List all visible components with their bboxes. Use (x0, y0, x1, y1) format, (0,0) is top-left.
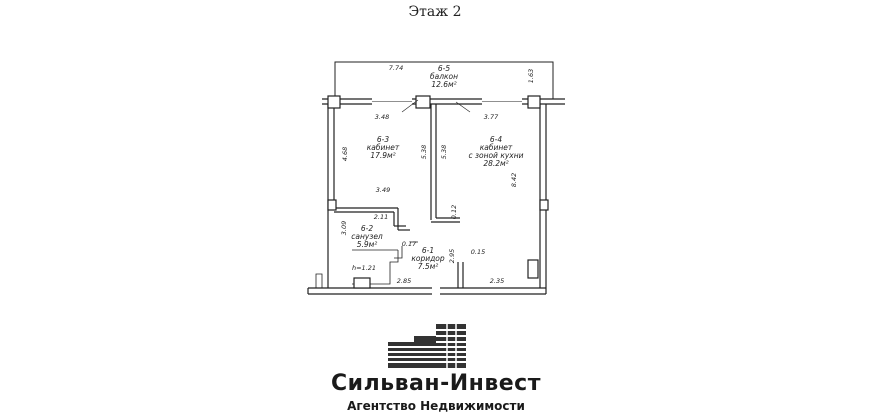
balcony-name: балкон (430, 72, 458, 81)
dim-balcony-width: 7.74 (389, 64, 403, 72)
office-name: кабинет (367, 143, 400, 152)
company-logo: Сильван-Инвест Агентство Недвижимости (0, 322, 870, 420)
dim-office-width: 3.49 (376, 186, 390, 194)
dim-corridor-small: 0.15 (471, 248, 485, 256)
kitchen-number: 6-4 (490, 135, 502, 144)
corridor-number: 6-1 (422, 246, 434, 255)
corridor-name: коридор (411, 254, 445, 263)
balcony-outline (334, 61, 554, 99)
dim-bottom-right: 2.35 (490, 277, 504, 285)
kitchen-area: 28.2м² (483, 159, 508, 168)
kitchen-name-line1: кабинет (480, 143, 513, 152)
office-number: 6-3 (377, 135, 389, 144)
dim-ceiling-mark: h=1.21 (352, 264, 376, 272)
balcony-area: 12.6м² (431, 80, 456, 89)
dim-kitchen-height: 8.42 (510, 173, 518, 187)
balcony-number: 6-5 (438, 64, 450, 73)
dimension-labels: 7.74 1.63 3.48 3.77 4.68 5.38 5.38 8.42 … (340, 64, 535, 285)
dim-office-height: 4.68 (341, 147, 349, 161)
dim-bottom-left: 2.85 (397, 277, 411, 285)
dim-corridor-height: 2.95 (448, 249, 456, 263)
bathroom-number: 6-2 (361, 224, 373, 233)
dim-bathroom-top: 2.11 (374, 213, 388, 221)
dim-office-window: 3.48 (375, 113, 389, 121)
columns (327, 95, 549, 289)
floor-title: Этаж 2 (408, 4, 462, 20)
room-labels: 6-5 балкон 12.6м² 6-3 кабинет 17.9м² 6-4… (351, 64, 523, 271)
kitchen-name-line2: с зоной кухни (468, 151, 523, 160)
dim-kitchen-window: 3.77 (484, 113, 499, 121)
logo-building-icon (388, 324, 466, 368)
dim-partition-right: 5.38 (440, 145, 448, 159)
dim-bathroom-height: 3.09 (340, 221, 348, 235)
logo-subtitle: Агентство Недвижимости (347, 399, 525, 413)
bathroom-area: 5.9м² (357, 240, 378, 249)
leader-lines (401, 99, 471, 113)
office-area: 17.9м² (370, 151, 395, 160)
dim-step: 0.17 (402, 240, 417, 248)
walls (307, 98, 565, 295)
dim-partition-left: 5.38 (420, 145, 428, 159)
dim-balcony-depth: 1.63 (527, 69, 535, 83)
bathroom-name: санузел (351, 232, 383, 241)
dim-wall-stub: 0.12 (450, 205, 458, 219)
corridor-area: 7.5м² (418, 262, 439, 271)
logo-company-name: Сильван-Инвест (331, 371, 541, 396)
